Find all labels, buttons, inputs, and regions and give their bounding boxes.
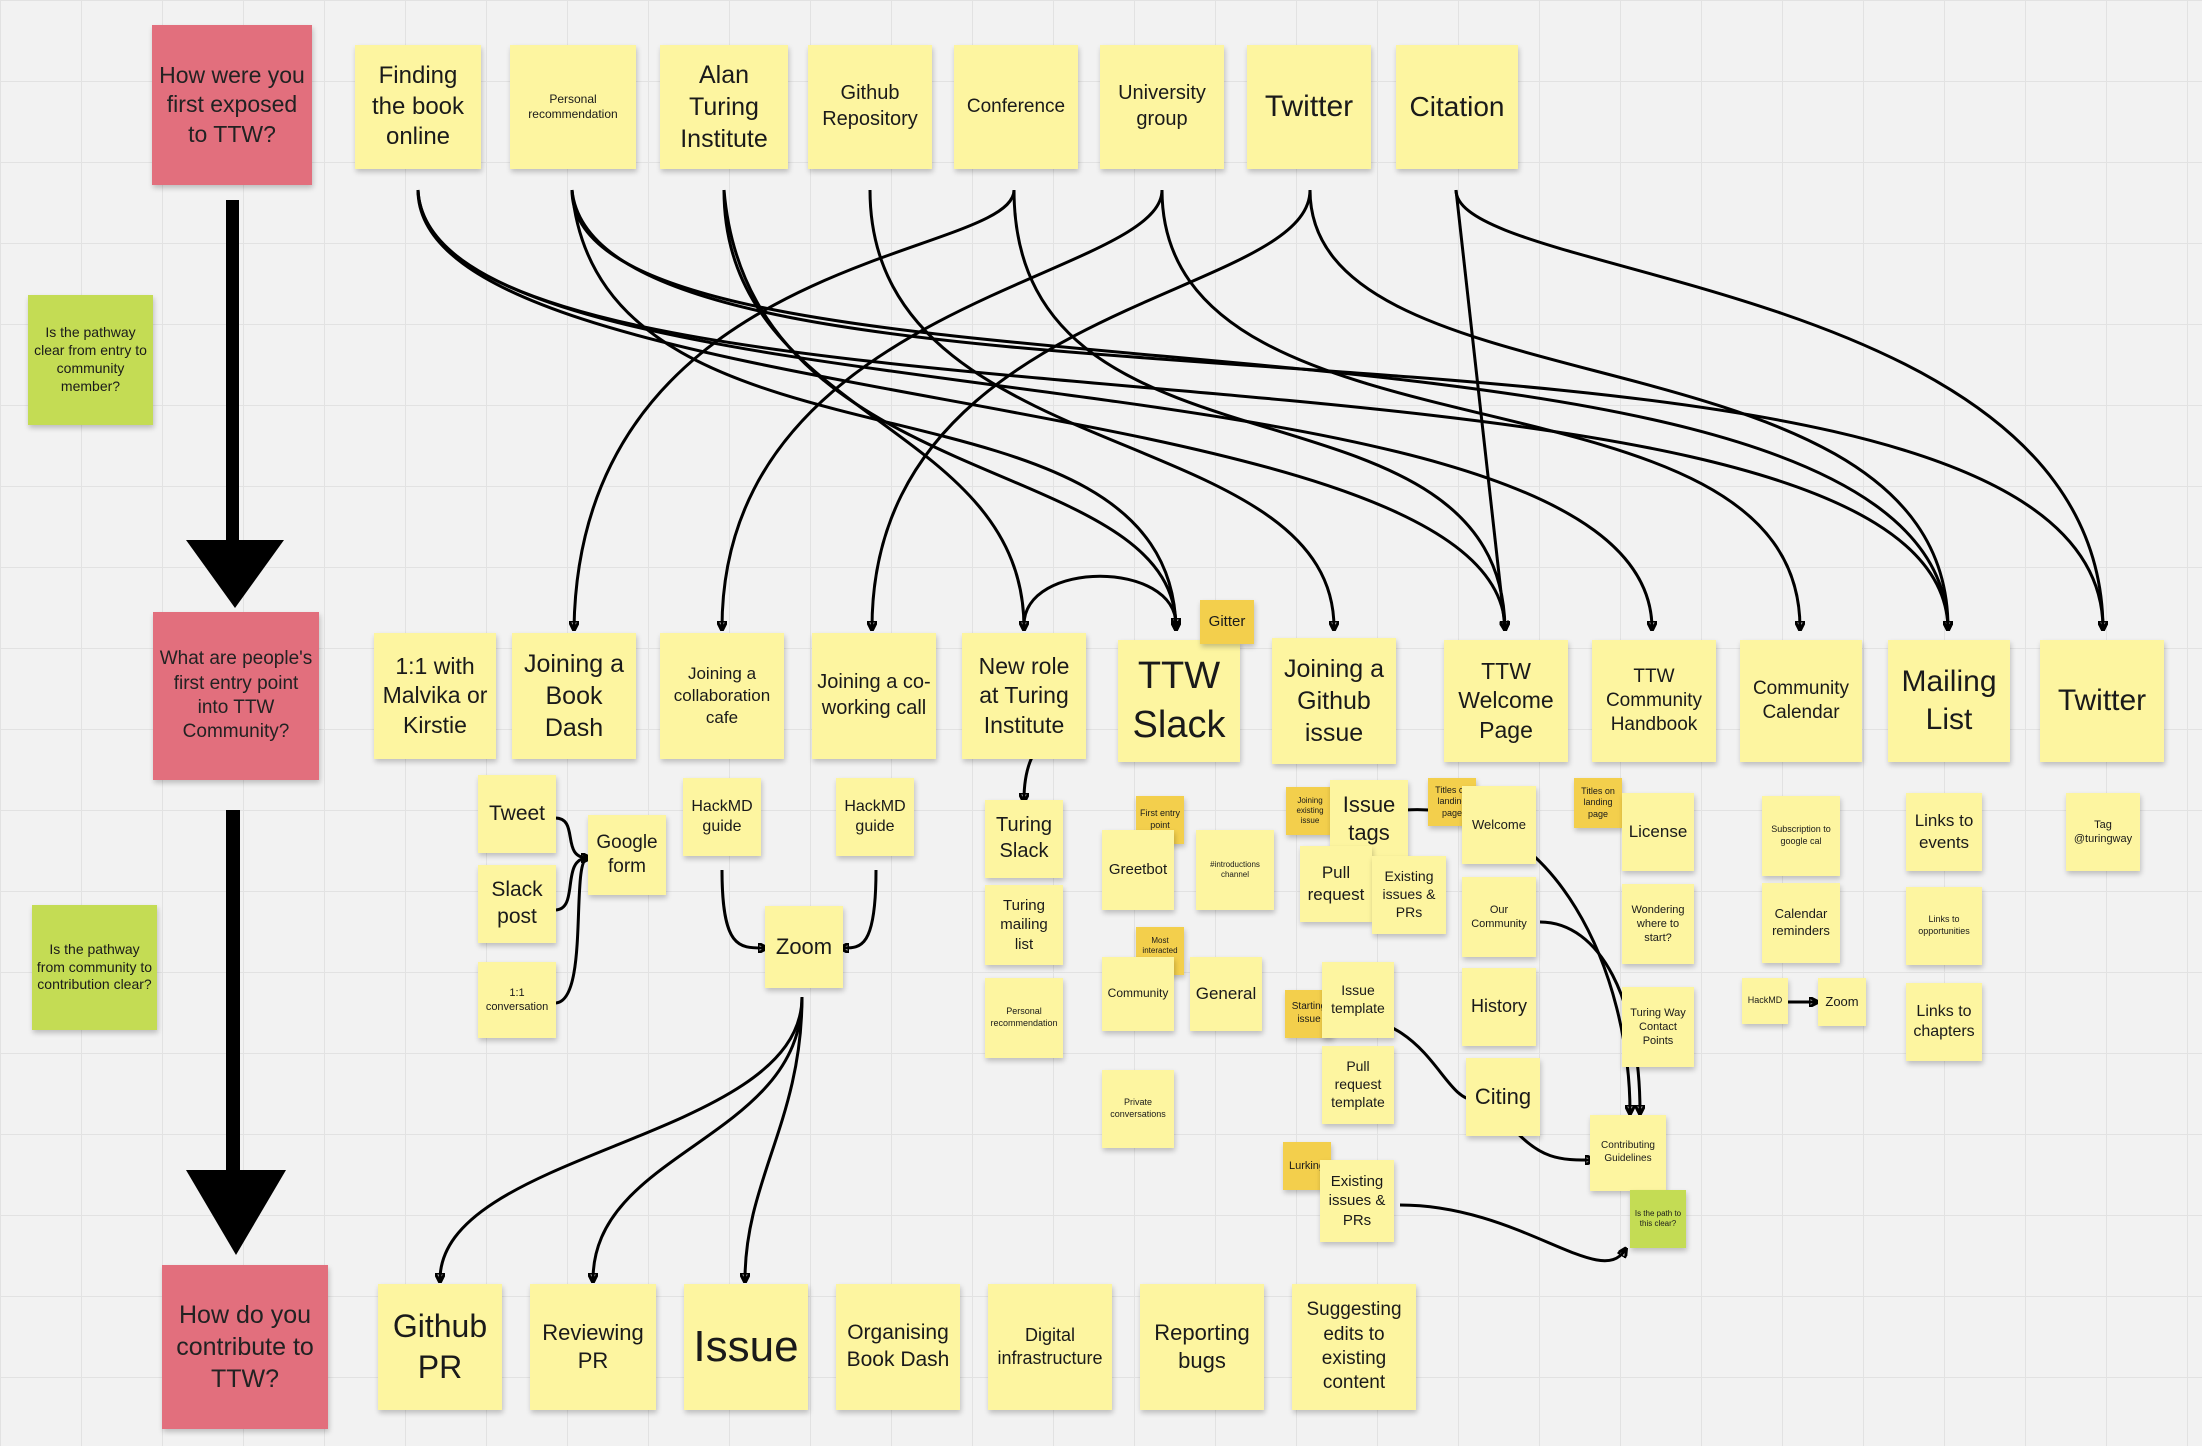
detail-calendar-reminders-note[interactable]: Calendar reminders xyxy=(1762,883,1840,963)
detail-hackmd-cowork-note[interactable]: HackMD guide xyxy=(836,778,914,856)
detail-links-chapters-note[interactable]: Links to chapters xyxy=(1906,983,1982,1061)
detail-existing-issues-prs-note[interactable]: Existing issues & PRs xyxy=(1372,856,1446,934)
contribution-digital-infrastructure-note[interactable]: Digital infrastructure xyxy=(988,1284,1112,1410)
detail-conversation-note[interactable]: 1:1 conversation xyxy=(478,962,556,1038)
entry-book-dash-note[interactable]: Joining a Book Dash xyxy=(512,633,636,759)
source-alan-turing-note[interactable]: Alan Turing Institute xyxy=(660,45,788,169)
detail-turing-mailing-note[interactable]: Turing mailing list xyxy=(985,885,1063,965)
entry-welcome-page-note[interactable]: TTW Welcome Page xyxy=(1444,640,1568,762)
detail-wondering-note[interactable]: Wondering where to start? xyxy=(1622,884,1694,964)
detail-hackmd-cafe-note[interactable]: HackMD guide xyxy=(683,778,761,856)
detail-contact-points-note[interactable]: Turing Way Contact Points xyxy=(1622,987,1694,1067)
question-pathway-contribution-note[interactable]: Is the pathway from community to contrib… xyxy=(32,905,157,1030)
detail-turing-slack-note[interactable]: Turing Slack xyxy=(985,800,1063,878)
detail-path-clear-note[interactable]: Is the path to this clear? xyxy=(1630,1190,1686,1248)
detail-titles-landing-2-note[interactable]: Titles on landing page xyxy=(1574,778,1622,828)
entry-malvika-kirstie-note[interactable]: 1:1 with Malvika or Kirstie xyxy=(374,633,496,759)
detail-subscription-note[interactable]: Subscription to google cal xyxy=(1762,796,1840,876)
detail-citing-note[interactable]: Citing xyxy=(1466,1058,1540,1136)
question-contribute-note[interactable]: How do you contribute to TTW? xyxy=(162,1265,328,1429)
detail-general-note[interactable]: General xyxy=(1190,957,1262,1031)
contribution-issue-note[interactable]: Issue xyxy=(684,1284,808,1410)
question-pathway-entry-note[interactable]: Is the pathway clear from entry to commu… xyxy=(28,295,153,425)
contribution-organising-book-dash-note[interactable]: Organising Book Dash xyxy=(836,1284,960,1410)
detail-links-opportunities-note[interactable]: Links to opportunities xyxy=(1906,887,1982,965)
detail-zoom-note[interactable]: Zoom xyxy=(765,906,843,988)
contribution-reporting-bugs-note[interactable]: Reporting bugs xyxy=(1140,1284,1264,1410)
entry-twitter-note[interactable]: Twitter xyxy=(2040,640,2164,762)
source-conference-note[interactable]: Conference xyxy=(954,45,1078,169)
entry-collab-cafe-note[interactable]: Joining a collaboration cafe xyxy=(660,633,784,759)
detail-contributing-guidelines-note[interactable]: Contributing Guidelines xyxy=(1590,1115,1666,1191)
detail-tweet-note[interactable]: Tweet xyxy=(478,775,556,853)
contribution-github-pr-note[interactable]: Github PR xyxy=(378,1284,502,1410)
source-twitter-note[interactable]: Twitter xyxy=(1247,45,1371,169)
detail-introductions-note[interactable]: #introductions channel xyxy=(1196,830,1274,910)
contribution-suggesting-edits-note[interactable]: Suggesting edits to existing content xyxy=(1292,1284,1416,1410)
detail-hackmd-small-note[interactable]: HackMD xyxy=(1742,978,1788,1024)
question-entry-point-note[interactable]: What are people's first entry point into… xyxy=(153,612,319,780)
detail-links-events-note[interactable]: Links to events xyxy=(1906,793,1982,871)
detail-joining-existing-issue-note[interactable]: Joining existing issue xyxy=(1286,787,1334,835)
detail-issue-template-note[interactable]: Issue template xyxy=(1322,962,1394,1038)
detail-welcome-note[interactable]: Welcome xyxy=(1462,786,1536,864)
detail-personal-rec-small-note[interactable]: Personal recommendation xyxy=(985,978,1063,1058)
detail-google-form-note[interactable]: Google form xyxy=(588,815,666,895)
detail-slack-post-note[interactable]: Slack post xyxy=(478,865,556,943)
entry-gitter-note[interactable]: Gitter xyxy=(1200,600,1254,644)
entry-new-role-note[interactable]: New role at Turing Institute xyxy=(962,633,1086,759)
entry-community-handbook-note[interactable]: TTW Community Handbook xyxy=(1592,640,1716,762)
source-citation-note[interactable]: Citation xyxy=(1396,45,1518,169)
source-personal-recommendation-note[interactable]: Personal recommendation xyxy=(510,45,636,169)
entry-ttw-slack-note[interactable]: TTW Slack xyxy=(1118,640,1240,762)
entry-community-calendar-note[interactable]: Community Calendar xyxy=(1740,640,1862,762)
detail-existing-issues-prs-2-note[interactable]: Existing issues & PRs xyxy=(1320,1160,1394,1242)
detail-tag-turingway-note[interactable]: Tag @turingway xyxy=(2066,793,2140,871)
contribution-reviewing-pr-note[interactable]: Reviewing PR xyxy=(530,1284,656,1410)
detail-pr-template-note[interactable]: Pull request template xyxy=(1322,1046,1394,1124)
detail-private-conversations-note[interactable]: Private conversations xyxy=(1102,1070,1174,1148)
detail-community-note[interactable]: Community xyxy=(1102,957,1174,1031)
question-exposure-note[interactable]: How were you first exposed to TTW? xyxy=(152,25,312,185)
source-github-repository-note[interactable]: Github Repository xyxy=(808,45,932,169)
source-finding-book-note[interactable]: Finding the book online xyxy=(355,45,481,169)
detail-license-note[interactable]: License xyxy=(1622,793,1694,871)
detail-zoom-small-note[interactable]: Zoom xyxy=(1818,978,1866,1026)
detail-issue-tags-note[interactable]: Issue tags xyxy=(1330,780,1408,858)
source-university-group-note[interactable]: University group xyxy=(1100,45,1224,169)
entry-mailing-list-note[interactable]: Mailing List xyxy=(1888,640,2010,762)
detail-our-community-note[interactable]: Our Community xyxy=(1462,877,1536,957)
entry-github-issue-note[interactable]: Joining a Github issue xyxy=(1272,638,1396,764)
entry-coworking-call-note[interactable]: Joining a co-working call xyxy=(812,633,936,759)
detail-history-note[interactable]: History xyxy=(1462,968,1536,1046)
detail-greetbot-note[interactable]: Greetbot xyxy=(1102,830,1174,910)
detail-pull-request-note[interactable]: Pull request xyxy=(1300,846,1372,922)
